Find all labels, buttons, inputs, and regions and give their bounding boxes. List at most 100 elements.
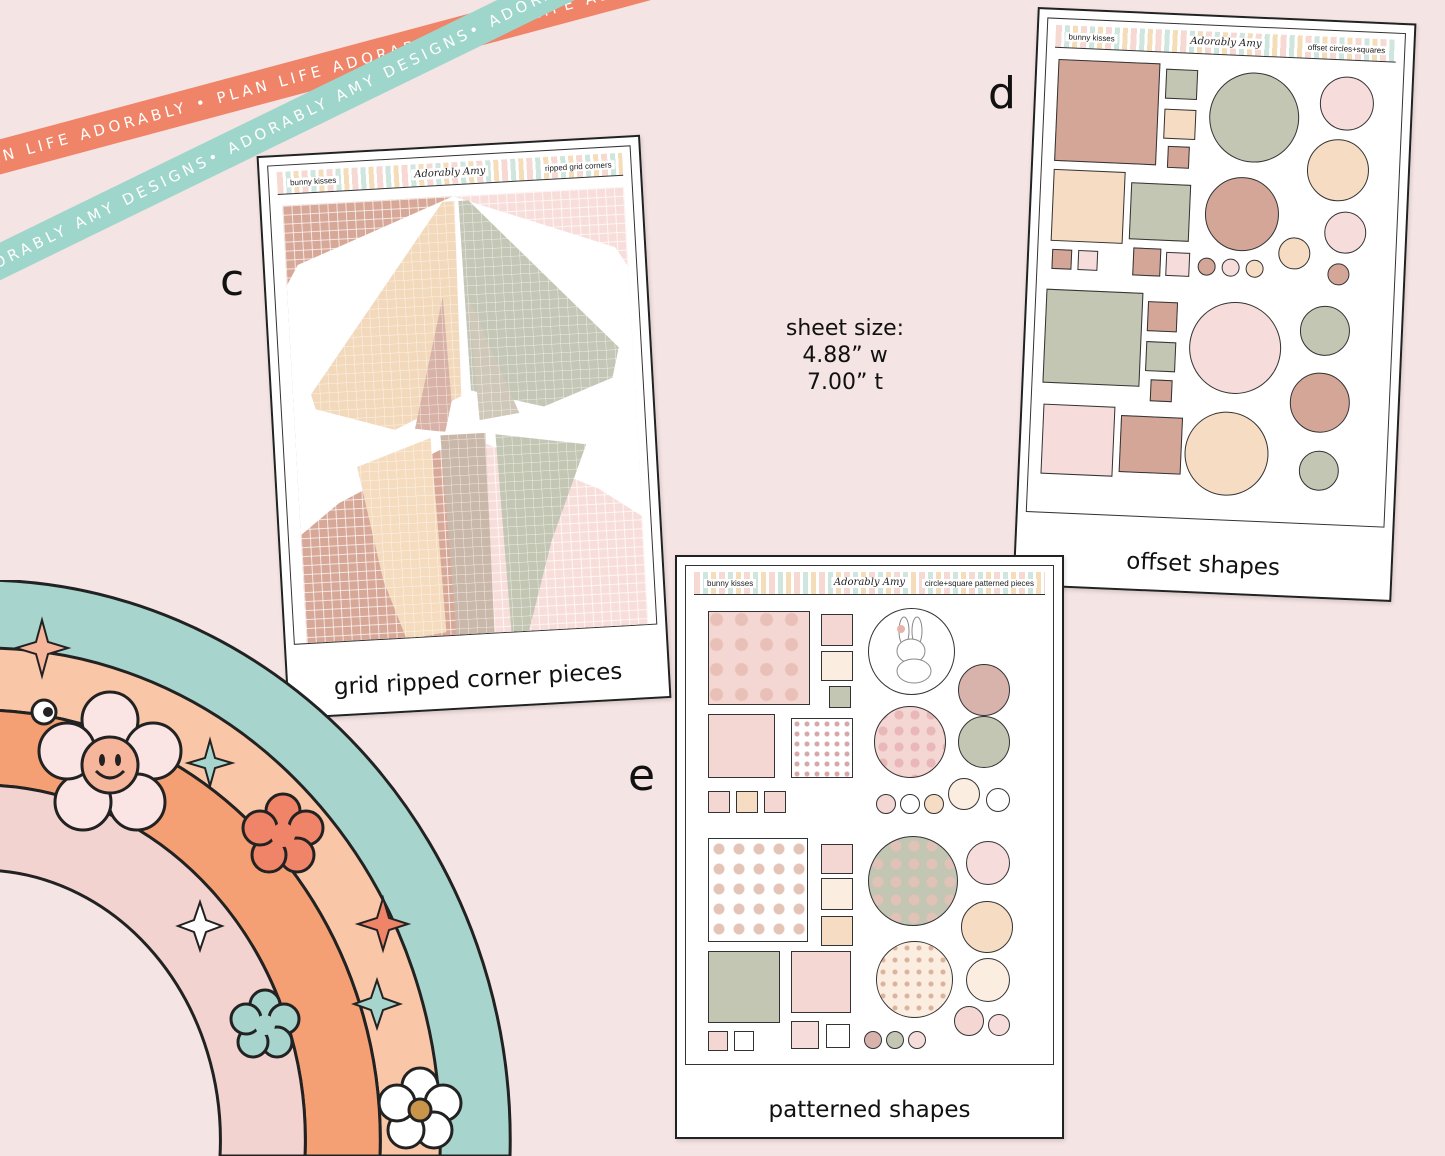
pattern-circle (876, 794, 896, 814)
square-shape (1165, 251, 1191, 277)
pattern-square (821, 844, 853, 874)
square-shape (1146, 301, 1179, 333)
pattern-square (764, 791, 786, 813)
rainbow-decoration (0, 580, 512, 1156)
sheet-ripped-grid-corners: bunny kisses Adorably Amy ripped grid co… (256, 134, 672, 720)
dot-pattern-circle (874, 706, 946, 778)
kit-name: bunny kisses (704, 579, 757, 588)
flower-icon (377, 1066, 463, 1150)
flower-icon (229, 988, 301, 1059)
circle-shape (1323, 210, 1368, 255)
pattern-square (821, 916, 853, 946)
pattern-square (821, 878, 853, 910)
square-shape (1145, 341, 1177, 373)
square-shape (1051, 248, 1073, 270)
pattern-circle (988, 1014, 1010, 1036)
sheet-e-caption: patterned shapes (768, 1097, 971, 1123)
pattern-square (829, 686, 851, 708)
label-e: e (628, 750, 656, 801)
pattern-circle (886, 1031, 904, 1049)
smiley-flower-icon (37, 690, 183, 832)
brand-logo: Adorably Amy (830, 577, 909, 588)
circle-shape (1207, 70, 1302, 165)
sheet-d-artboard: bunny kisses Adorably Amy offset circles… (1025, 17, 1407, 528)
square-shape (1050, 168, 1126, 244)
star-icon (175, 736, 412, 1032)
pattern-circle (961, 901, 1013, 953)
bunny-icon (896, 616, 932, 684)
pattern-circle (908, 1031, 926, 1049)
sparkle-icon (12, 616, 72, 680)
sheet-name: circle+square patterned pieces (921, 579, 1037, 588)
heart-pattern-square (791, 718, 853, 778)
sheet-d-header: bunny kisses Adorably Amy offset circles… (1055, 24, 1397, 63)
circle-shape (1326, 262, 1350, 286)
pattern-square (821, 614, 853, 646)
circle-shape (1221, 258, 1241, 278)
brand-logo: Adorably Amy (410, 165, 489, 181)
square-shape (1077, 250, 1099, 271)
pattern-square (708, 714, 775, 778)
circle-shape (1277, 236, 1311, 271)
pattern-circle (966, 958, 1010, 1002)
square-shape (1163, 108, 1197, 140)
square-shape (1128, 182, 1192, 242)
flower-pattern-circle (948, 778, 980, 810)
sheet-height: 7.00” t (806, 370, 883, 395)
floral-pattern-square (708, 838, 808, 942)
square-shape (1040, 403, 1116, 477)
circle-shape (1305, 137, 1371, 203)
pattern-square (821, 651, 853, 681)
pattern-circle (958, 716, 1010, 768)
square-shape (1132, 247, 1162, 277)
bunny-illustration-circle (868, 608, 955, 695)
pattern-square (736, 791, 758, 813)
pattern-square (791, 1021, 819, 1049)
pattern-square (708, 951, 780, 1023)
square-shape (1042, 288, 1144, 387)
circle-shape (1182, 409, 1271, 498)
square-shape (1118, 415, 1184, 475)
kit-name: bunny kisses (286, 175, 340, 188)
sheet-size-info: sheet size: 4.88” w 7.00” t (770, 315, 920, 396)
floral-pattern-square (708, 611, 810, 705)
pattern-circle (900, 794, 920, 814)
square-shape (1166, 145, 1190, 169)
sheet-name: ripped grid corners (541, 160, 615, 174)
circle-shape (1288, 371, 1352, 434)
label-d: d (988, 68, 1016, 119)
bunny-pattern-circle (868, 836, 958, 926)
sheet-offset-circles-squares: bunny kisses Adorably Amy offset circles… (1012, 7, 1417, 602)
circle-shape (1245, 259, 1264, 279)
circle-shape (1187, 299, 1284, 396)
sheet-patterned-pieces: bunny kisses Adorably Amy circle+square … (675, 555, 1064, 1139)
pattern-circle (864, 1031, 882, 1049)
pattern-circle (966, 841, 1010, 885)
pattern-square (708, 1031, 728, 1051)
kit-name: bunny kisses (1065, 32, 1118, 44)
sheet-width: 4.88” w (802, 343, 888, 368)
sheet-d-caption: offset shapes (1125, 548, 1281, 582)
brand-logo: Adorably Amy (1187, 35, 1265, 50)
circle-shape (1318, 75, 1376, 132)
square-shape (1054, 58, 1161, 166)
circle-shape (1298, 304, 1352, 357)
pattern-square (826, 1024, 850, 1048)
sheet-name: offset circles+squares (1304, 42, 1389, 56)
pattern-square (734, 1031, 754, 1051)
pattern-circle (958, 664, 1010, 716)
flower-icon (241, 792, 325, 874)
pattern-circle (954, 1006, 984, 1036)
circle-shape (1197, 257, 1217, 277)
square-shape (1164, 68, 1199, 101)
ripped-corners-art (286, 196, 643, 640)
heart-pattern-square (791, 951, 851, 1013)
sheet-e-artboard: bunny kisses Adorably Amy circle+square … (685, 565, 1054, 1065)
label-c: c (220, 255, 245, 306)
pattern-circle (986, 788, 1010, 812)
pattern-circle (924, 794, 944, 814)
sheet-size-label: sheet size: (785, 316, 905, 341)
pattern-square (708, 791, 730, 813)
circle-shape (1297, 449, 1340, 492)
sheet-e-header: bunny kisses Adorably Amy circle+square … (694, 572, 1045, 595)
